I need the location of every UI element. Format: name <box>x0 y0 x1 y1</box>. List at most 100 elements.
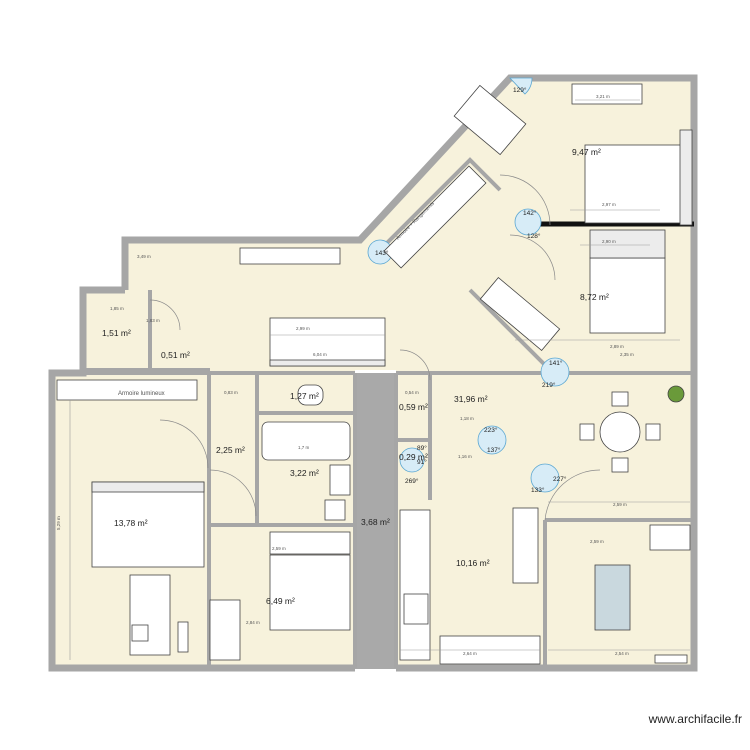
area-wc: 1,27 m² <box>290 391 319 401</box>
kitchen-stove <box>403 593 429 625</box>
chair-left <box>131 624 149 642</box>
angle-9: 133° <box>531 486 545 494</box>
area-bedroom-left: 13,78 m² <box>114 518 148 528</box>
area-closet-2: 0,29 m² <box>399 452 428 462</box>
chair-2 <box>611 457 629 473</box>
sofa <box>269 317 386 367</box>
bed-right <box>589 257 666 334</box>
bath-toilet <box>324 499 346 521</box>
dim-19: 5,29 m <box>56 516 61 530</box>
bathtub <box>261 421 351 461</box>
area-bath: 3,22 m² <box>290 468 319 478</box>
wardrobe-br <box>649 524 691 551</box>
angle-10: 227° <box>553 475 567 483</box>
area-living: 31,96 m² <box>454 394 488 404</box>
wardrobe-bottom <box>269 531 351 555</box>
area-bedroom-bottom: 6,49 m² <box>266 596 295 606</box>
dim-6: 2,59 m <box>613 502 627 507</box>
plant-icon <box>667 385 685 403</box>
walls <box>48 74 698 672</box>
angle-7: 223° <box>484 426 498 434</box>
area-closet-1: 0,59 m² <box>399 402 428 412</box>
dim-20: 3,49 m <box>137 254 151 259</box>
angle-8: 137° <box>487 446 501 454</box>
angle-11: 89° <box>417 444 427 452</box>
bath-sink <box>329 464 351 496</box>
dim-22: 2,59 m <box>590 539 604 544</box>
bed-right-headboard <box>589 229 666 259</box>
angle-12: 91° <box>417 458 427 466</box>
furniture <box>56 83 693 665</box>
dim-13: 0,54 m <box>405 390 419 395</box>
room-areas: 9,47 m² 8,72 m² 31,96 m² 1,51 m² 0,51 m²… <box>102 147 609 606</box>
angle-arc-4 <box>540 357 570 387</box>
angle-5: 141° <box>549 359 563 367</box>
wall-diag-upper <box>378 157 502 252</box>
dim-4: 2,89 m <box>610 344 624 349</box>
bed-br <box>594 564 631 631</box>
dim-16: 2,84 m <box>246 620 260 625</box>
kitchen-island <box>512 507 539 584</box>
angle-arc-2 <box>514 208 542 236</box>
bed-top-pillow <box>679 129 693 226</box>
kitchen-counter <box>399 509 431 661</box>
area-hall: 2,25 m² <box>216 445 245 455</box>
door-right-bedroom <box>509 234 556 281</box>
corridor-strip <box>355 373 396 669</box>
area-bedroom-top: 9,47 m² <box>572 147 601 157</box>
chair-4 <box>645 423 661 441</box>
bed-left <box>91 481 205 568</box>
dim-1: 3,21 m <box>596 94 610 99</box>
dim-2: 2,97 m <box>602 202 616 207</box>
door-top-bedroom <box>499 174 551 226</box>
watermark: www.archifacile.fr <box>648 712 742 726</box>
door-small-1 <box>149 299 181 331</box>
dim-9: 1,85 m <box>110 306 124 311</box>
area-small-2: 0,51 m² <box>161 350 190 360</box>
door-hall <box>209 469 257 517</box>
floor-small-1 <box>83 290 150 370</box>
area-kitchen: 10,16 m² <box>456 558 490 568</box>
wardrobe-top <box>571 83 643 105</box>
keyboard-left <box>177 621 189 653</box>
angle-markers <box>367 77 570 493</box>
angle-arc-5 <box>477 425 507 455</box>
dim-11: 0,83 m <box>224 390 238 395</box>
wardrobe-label: Armoire lumineux <box>118 391 165 397</box>
chair-1 <box>611 391 629 407</box>
angle-arc-6 <box>530 463 560 493</box>
dim-15: 2,59 m <box>272 546 286 551</box>
dim-7: 2,99 m <box>296 326 310 331</box>
desk-bottom <box>209 599 241 661</box>
dim-21: 1,16 m <box>458 454 472 459</box>
dining-table <box>599 411 641 453</box>
angle-13: 269° <box>405 477 419 485</box>
angle-2: 142° <box>523 209 537 217</box>
dim-10: 1,83 m <box>146 318 160 323</box>
wc-toilet <box>297 384 324 406</box>
radiator-br <box>654 654 688 664</box>
dim-5: 2,35 m <box>620 352 634 357</box>
door-bedroom-left <box>159 419 209 469</box>
angle-3: 128° <box>527 232 541 240</box>
dimension-labels: 3,21 m 2,97 m 2,90 m 2,89 m 2,35 m 2,59 … <box>56 94 634 656</box>
tv-bench <box>239 247 341 265</box>
angle-arc-1 <box>509 77 533 95</box>
floor-hall <box>209 373 257 525</box>
area-small-1: 1,51 m² <box>102 328 131 338</box>
doors <box>149 174 601 521</box>
area-bedroom-right: 8,72 m² <box>580 292 609 302</box>
angle-6: 219° <box>542 381 556 389</box>
sofa-back <box>269 359 386 367</box>
dimension-lines <box>69 99 690 660</box>
dim-14: 1,7 m <box>298 445 310 450</box>
chair-3 <box>579 423 595 441</box>
angle-arc-7 <box>399 447 425 473</box>
angle-labels: 129° 142° 128° 143° 141° 219° 223° 137° … <box>375 86 567 494</box>
dim-18: 2,54 m <box>615 651 629 656</box>
dim-8: 6,04 m <box>313 352 327 357</box>
desk-left <box>129 574 171 656</box>
dim-12: 1,18 m <box>460 416 474 421</box>
dim-17: 2,64 m <box>463 651 477 656</box>
door-kitchen-br <box>544 469 601 521</box>
